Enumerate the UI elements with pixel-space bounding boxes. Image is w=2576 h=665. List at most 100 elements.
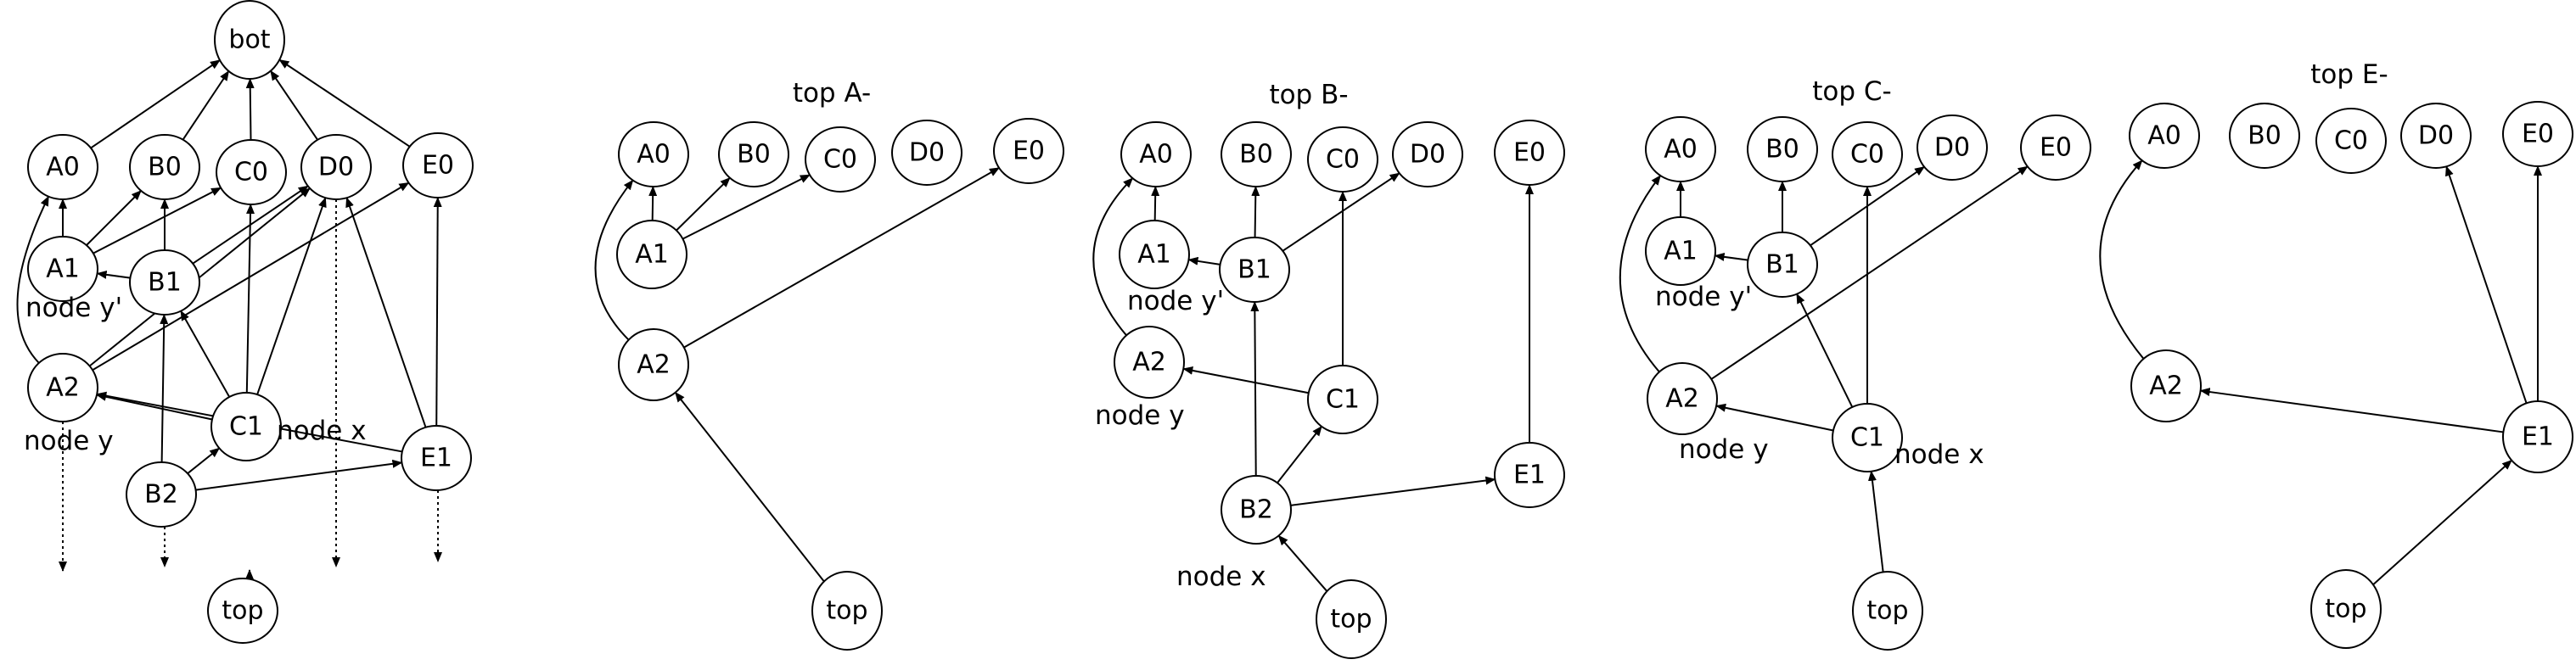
- node-annotation: node x: [277, 416, 367, 446]
- node-label: bot: [228, 25, 270, 55]
- node-E1: E1: [2502, 400, 2573, 473]
- node-B1: B1: [1747, 232, 1818, 298]
- node-label: E1: [1513, 461, 1546, 490]
- node-label: A1: [1664, 237, 1698, 266]
- node-label: D0: [909, 138, 945, 168]
- node-label: B0: [1239, 140, 1273, 170]
- node-D0: D0: [1917, 115, 1988, 181]
- node-circle: [2502, 101, 2573, 167]
- node-A2: A2: [618, 328, 689, 401]
- node-circle: [27, 353, 98, 422]
- panel-title: top B-: [1269, 80, 1348, 110]
- node-label: A0: [637, 140, 671, 170]
- edge-C1-D0: [256, 197, 327, 395]
- edge-B1-B0: [1251, 185, 1260, 238]
- node-circle: [1852, 571, 1923, 651]
- node-label: A1: [635, 240, 669, 270]
- node-circle: [618, 121, 689, 187]
- node-circle: [1747, 232, 1818, 298]
- edge-top-A2: [674, 391, 825, 583]
- node-B0: B0: [1747, 116, 1818, 182]
- edge-B2-E1: [1290, 476, 1496, 506]
- node-E0: E0: [2020, 115, 2091, 181]
- node-label: E0: [2522, 120, 2554, 149]
- node-C1: C1: [1307, 365, 1378, 434]
- node-E1: E1: [1494, 442, 1565, 508]
- node-circle: [1221, 121, 1292, 187]
- node-label: C0: [2334, 126, 2368, 156]
- node-label: E0: [422, 151, 454, 181]
- node-circle: [616, 220, 687, 289]
- node-label: B0: [1765, 135, 1799, 165]
- node-circle: [2315, 108, 2387, 174]
- edge-C0-bot: [245, 77, 255, 141]
- node-circle: [126, 461, 197, 528]
- node-label: top: [222, 596, 263, 626]
- node-D0: D0: [2400, 103, 2472, 169]
- node-circle: [1917, 115, 1988, 181]
- node-label: D0: [1410, 140, 1445, 170]
- node-B1: B1: [1219, 237, 1290, 303]
- node-top: top: [1316, 579, 1387, 659]
- node-label: C1: [1326, 385, 1360, 415]
- node-B2: B2: [126, 461, 197, 528]
- node-circle: [1645, 116, 1716, 182]
- edge-B1-A1: [1714, 252, 1748, 261]
- edge-A1-A0: [1151, 185, 1160, 221]
- edge-C1-A2: [96, 392, 213, 421]
- node-label: B0: [2248, 121, 2281, 151]
- node-circle: [1219, 237, 1290, 303]
- node-circle: [27, 236, 98, 302]
- node-circle: [1647, 362, 1718, 435]
- node-label: A0: [1664, 135, 1698, 165]
- node-A1: A1: [1645, 216, 1716, 286]
- node-top: top: [2310, 569, 2382, 649]
- node-C0: C0: [216, 139, 287, 205]
- node-circle: [718, 121, 789, 187]
- node-label: A2: [1665, 384, 1699, 414]
- node-B0: B0: [1221, 121, 1292, 187]
- node-label: C1: [1850, 423, 1884, 453]
- node-circle: [402, 132, 474, 198]
- node-annotation: node y: [1679, 434, 1769, 465]
- node-annotation: node y': [1127, 286, 1224, 316]
- node-circle: [993, 118, 1064, 184]
- edge-B2-C1: [187, 447, 221, 474]
- node-circle: [805, 126, 876, 193]
- node-label: C0: [823, 145, 857, 175]
- edge-C1-B1: [180, 310, 231, 398]
- node-A1: A1: [1119, 220, 1190, 289]
- node-circle: [1747, 116, 1818, 182]
- node-label: A1: [46, 254, 80, 284]
- edge-B1-A1: [96, 270, 131, 279]
- node-label: C0: [234, 158, 268, 187]
- node-circle: [2502, 400, 2573, 473]
- node-circle: [1221, 475, 1292, 545]
- node-label: top: [1330, 605, 1372, 634]
- node-circle: [1392, 121, 1463, 187]
- node-D0: D0: [891, 120, 962, 186]
- node-label: B1: [148, 268, 182, 298]
- node-B2: B2: [1221, 475, 1292, 545]
- node-label: E1: [420, 444, 452, 473]
- edge-A1-B0: [676, 176, 731, 232]
- edge-top-B2: [1277, 534, 1328, 592]
- edge-B1-D0: [1282, 172, 1400, 252]
- node-label: E0: [2040, 133, 2072, 163]
- node-A1: A1: [616, 220, 687, 289]
- edge-A1-C0: [682, 174, 811, 240]
- node-circle: [891, 120, 962, 186]
- edge-A1-C0: [93, 187, 222, 254]
- edge-E1-E0: [433, 196, 442, 427]
- node-E1: E1: [401, 425, 472, 491]
- node-label: E0: [1513, 138, 1546, 168]
- edge-C1-C0: [245, 203, 255, 394]
- node-D0: D0: [1392, 121, 1463, 187]
- node-C1: C1: [210, 392, 282, 461]
- edge-C1-A2: [1715, 403, 1834, 432]
- node-E0: E0: [402, 132, 474, 198]
- node-circle: [1494, 442, 1565, 508]
- node-A2: A2: [2130, 349, 2202, 422]
